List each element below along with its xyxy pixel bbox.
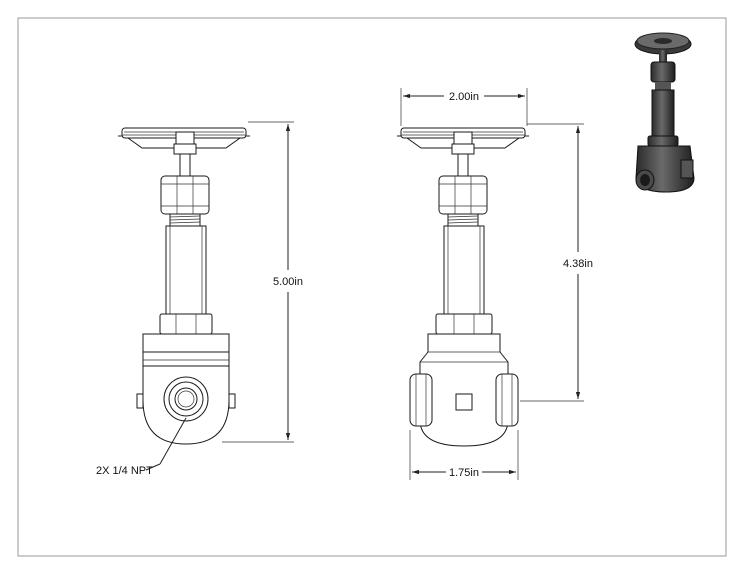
- side-view: [397, 127, 529, 447]
- side-stem-upper: [457, 153, 469, 177]
- front-handwheel: [118, 127, 250, 155]
- front-body-hex: [159, 313, 213, 335]
- dim-port-height-label: 4.38in: [563, 258, 593, 270]
- callout-npt: 2X 1/4 NPT: [96, 417, 187, 477]
- side-body-hex: [435, 313, 493, 335]
- sheet-border: [17, 17, 727, 557]
- dim-handwheel-width: 2.00in: [400, 88, 528, 126]
- front-bonnet: [165, 225, 207, 315]
- dim-body-width: 1.75in: [409, 430, 519, 480]
- dim-overall-height-label: 5.00in: [273, 276, 303, 288]
- front-hex-nut: [160, 175, 210, 215]
- dim-overall-height: 5.00in: [222, 121, 303, 443]
- dim-handwheel-width-label: 2.00in: [449, 91, 479, 103]
- side-right-port: [495, 373, 519, 427]
- front-port: [163, 376, 209, 422]
- front-stem-upper: [179, 153, 191, 177]
- callout-npt-label: 2X 1/4 NPT: [96, 465, 153, 477]
- front-threads: [169, 213, 201, 227]
- dim-port-height: 4.38in: [520, 123, 593, 402]
- side-center-square: [455, 393, 473, 411]
- iso-render: [634, 32, 695, 193]
- side-handwheel: [397, 127, 529, 155]
- side-valve-body: [419, 333, 509, 447]
- side-hex-nut: [438, 175, 488, 215]
- side-bonnet: [443, 225, 485, 315]
- side-threads: [447, 213, 479, 227]
- dim-body-width-label: 1.75in: [449, 467, 479, 479]
- front-view: [118, 127, 250, 445]
- side-left-port: [409, 373, 433, 427]
